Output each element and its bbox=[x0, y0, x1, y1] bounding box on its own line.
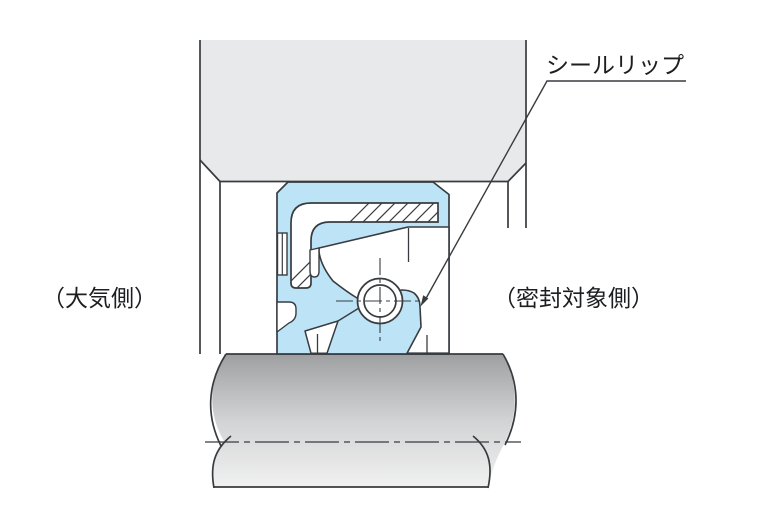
leader-arrow bbox=[420, 295, 429, 307]
seal-lip-label: シールリップ bbox=[546, 52, 684, 78]
shaft-fill bbox=[212, 354, 515, 487]
shaft-break-left-lower bbox=[211, 435, 232, 489]
atmosphere-side-label: （大気側） bbox=[42, 285, 157, 311]
callout: シールリップ bbox=[420, 52, 686, 307]
dust-lip-notch bbox=[276, 301, 297, 333]
shaft-break-left-upper bbox=[209, 353, 227, 447]
lip-v-gap bbox=[304, 320, 339, 354]
garter-spring bbox=[336, 258, 424, 344]
lip-silhouette-lines bbox=[316, 228, 428, 353]
shaft bbox=[205, 353, 521, 489]
membrane-edge-line bbox=[337, 307, 360, 322]
leader-line bbox=[423, 80, 686, 303]
shaft-break-right-lower bbox=[472, 435, 491, 489]
face-pocket bbox=[276, 232, 288, 276]
case-leg-slot bbox=[309, 247, 320, 278]
sealed-side-label: （密封対象側） bbox=[493, 285, 654, 311]
seal-body bbox=[276, 181, 450, 355]
housing-fill bbox=[200, 40, 526, 182]
shaft-break-right-upper bbox=[502, 353, 517, 446]
shaft-outline bbox=[209, 353, 517, 489]
